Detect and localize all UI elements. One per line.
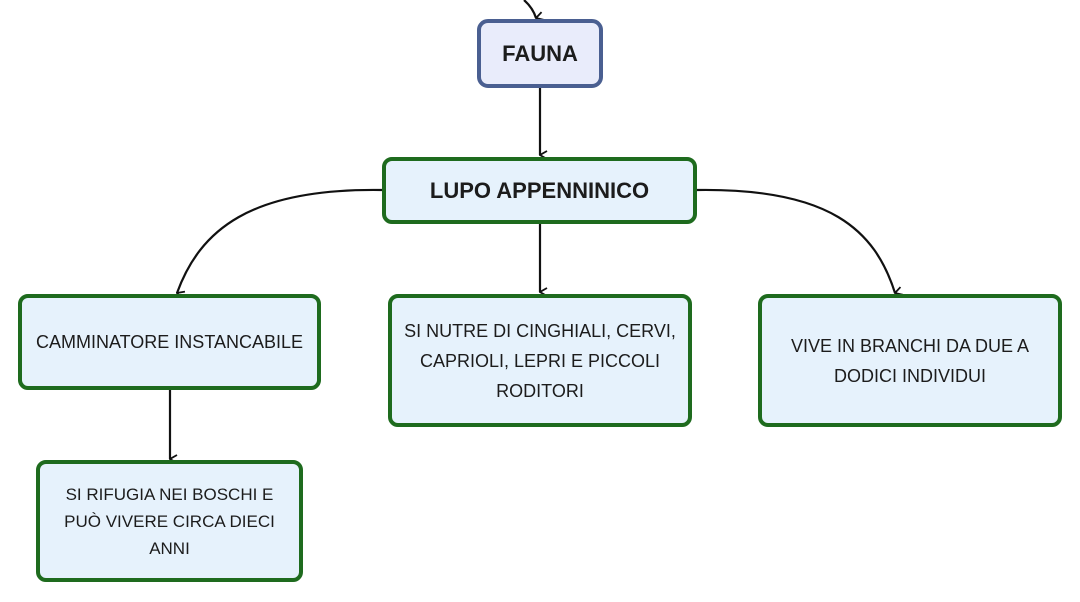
node-si-nutre[interactable]: SI NUTRE DI CINGHIALI, CERVI, CAPRIOLI, … [388, 294, 692, 427]
node-camminatore-instancabile-label: CAMMINATORE INSTANCABILE [35, 332, 304, 352]
node-vive-in-branchi-label: VIVE IN BRANCHI DA DUE A DODICI INDIVIDU… [790, 335, 1030, 386]
connector-incoming [523, 0, 536, 18]
node-si-rifugia-label: SI RIFUGIA NEI BOSCHI E PUÒ VIVERE CIRCA… [64, 484, 275, 558]
node-lupo-appenninico[interactable]: LUPO APPENNINICO [382, 157, 697, 224]
node-vive-in-branchi[interactable]: VIVE IN BRANCHI DA DUE A DODICI INDIVIDU… [758, 294, 1062, 427]
node-fauna-label: FAUNA [502, 40, 578, 66]
node-fauna[interactable]: FAUNA [477, 19, 603, 88]
connector-lupo-to-branchi [696, 188, 895, 293]
connector-lupo-to-camminatore [177, 188, 383, 293]
node-lupo-appenninico-label: LUPO APPENNINICO [429, 177, 650, 203]
node-camminatore-instancabile[interactable]: CAMMINATORE INSTANCABILE [18, 294, 321, 390]
node-si-rifugia[interactable]: SI RIFUGIA NEI BOSCHI E PUÒ VIVERE CIRCA… [36, 460, 303, 582]
node-si-nutre-label: SI NUTRE DI CINGHIALI, CERVI, CAPRIOLI, … [404, 320, 676, 401]
